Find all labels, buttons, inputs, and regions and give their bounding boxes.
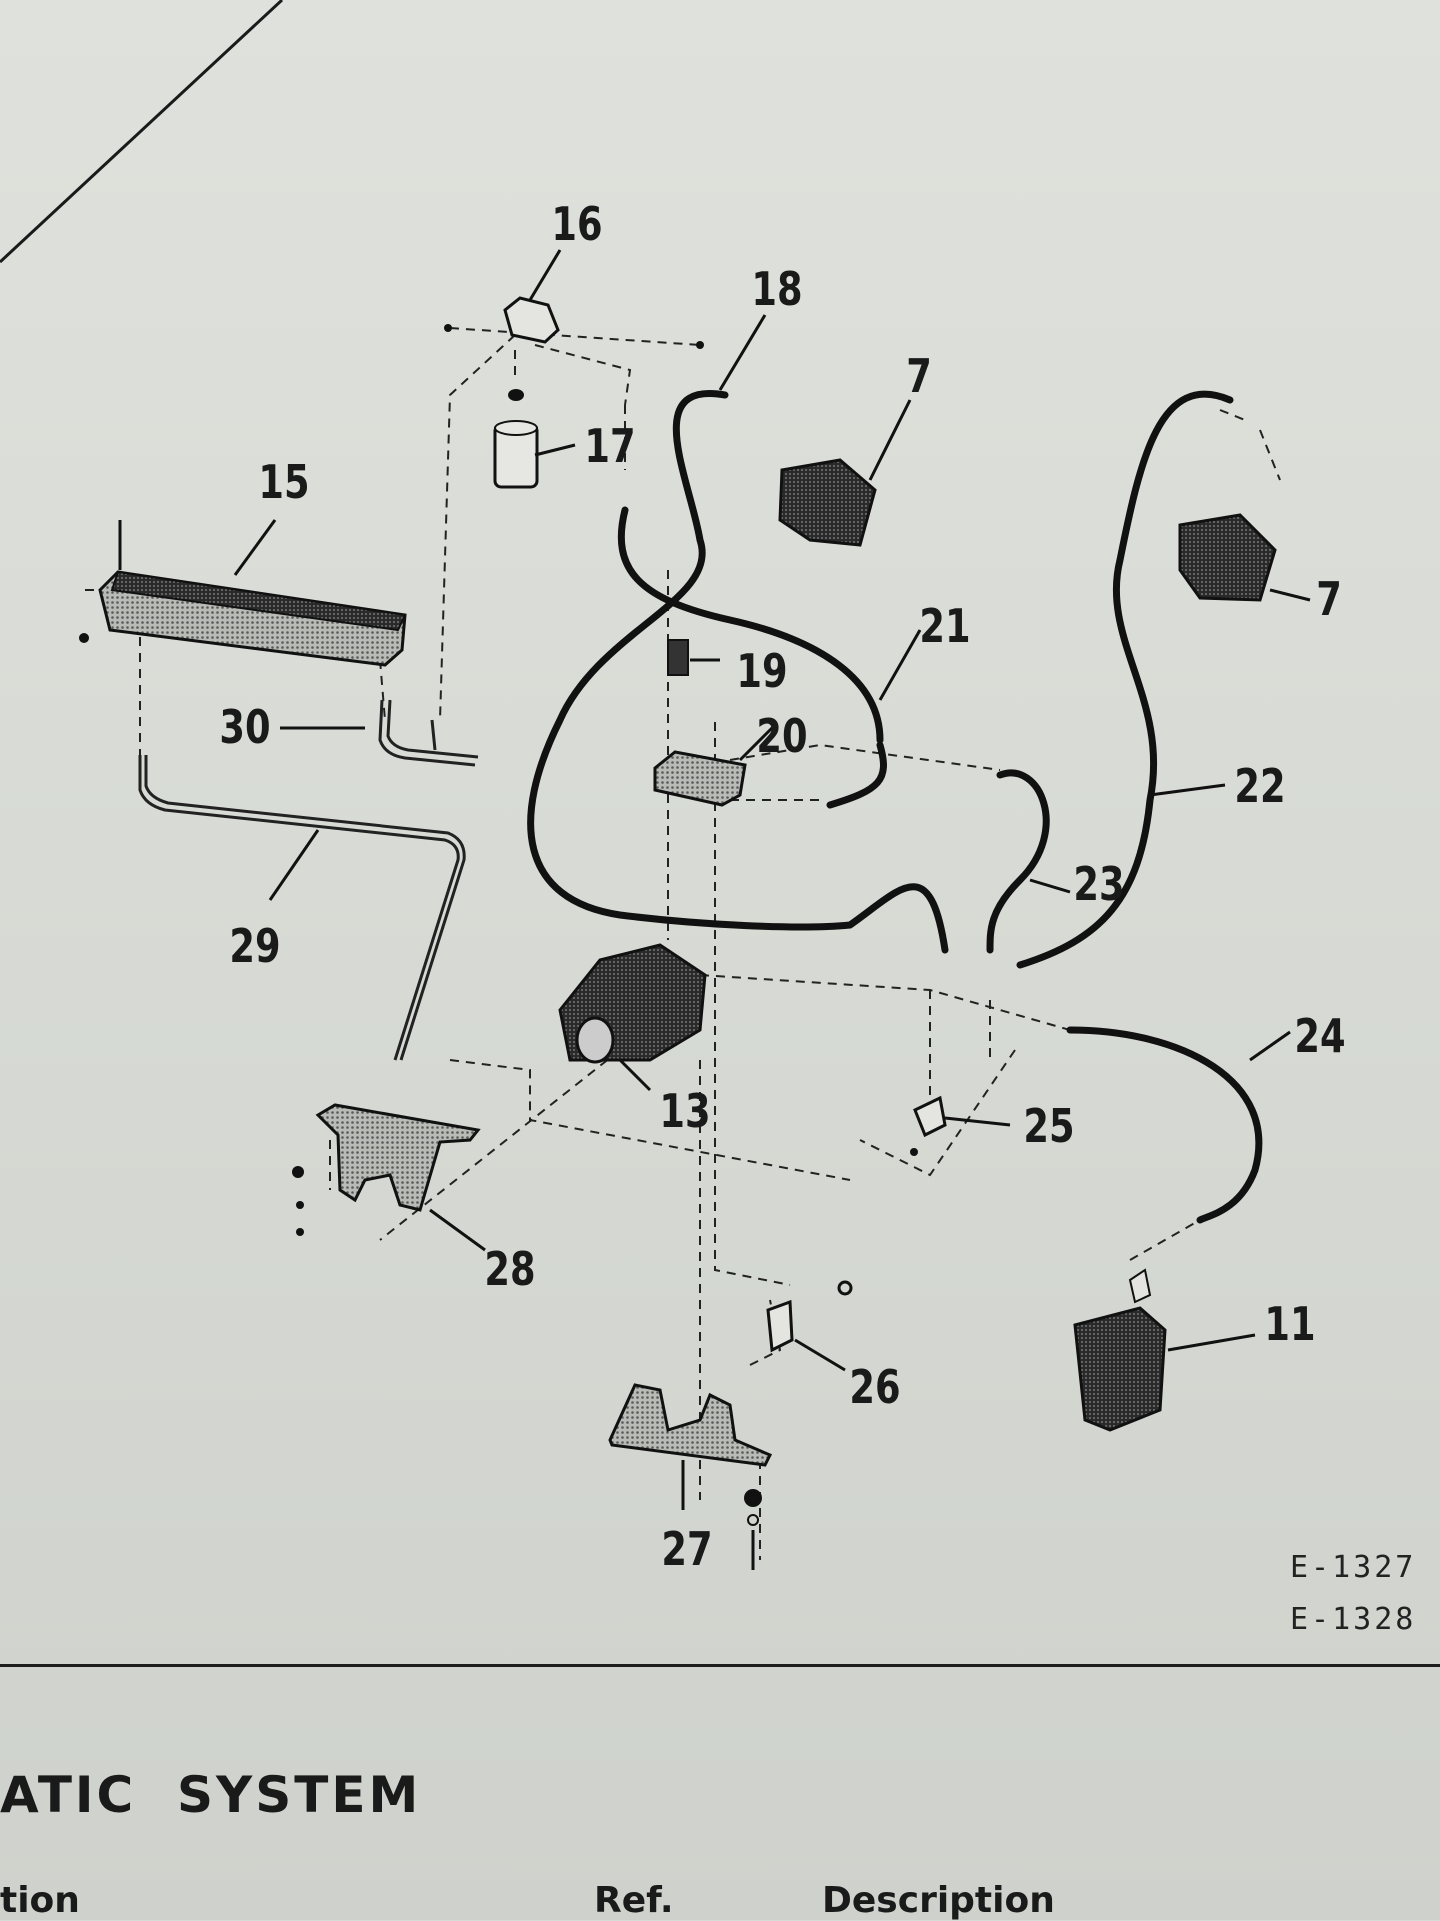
callout-11: 11 <box>1264 1297 1315 1351</box>
callout-numbers: 16 18 7 17 15 21 19 20 7 30 22 23 29 24 … <box>219 197 1345 1576</box>
callout-28: 28 <box>484 1242 535 1296</box>
callout-19: 19 <box>736 644 787 698</box>
callout-17: 17 <box>584 419 635 473</box>
leader-lines <box>233 249 1311 1510</box>
pump-bracket-28 <box>292 1103 481 1236</box>
callout-25: 25 <box>1023 1099 1074 1153</box>
filter-17 <box>493 389 539 489</box>
callout-7-upper: 7 <box>906 349 932 403</box>
section-title: ATIC SYSTEM <box>0 1766 422 1824</box>
table-header-description-left: tion <box>0 1880 80 1921</box>
callout-22: 22 <box>1234 759 1285 813</box>
section-divider <box>0 1664 1440 1667</box>
assembly-dashed-lines <box>85 327 1281 1560</box>
callout-21: 21 <box>919 599 970 653</box>
callout-7-lower: 7 <box>1316 572 1342 626</box>
callout-20: 20 <box>756 709 807 763</box>
callout-18: 18 <box>751 262 802 316</box>
figure-code-2: E-1328 <box>1290 1602 1417 1637</box>
hydraulic-motor-7-left <box>778 458 877 547</box>
table-header-ref: Ref. <box>594 1880 674 1921</box>
oil-cooler-15 <box>79 520 407 667</box>
callout-13: 13 <box>659 1084 710 1138</box>
table-header-description: Description <box>822 1880 1055 1921</box>
filter-head-16 <box>444 296 704 349</box>
callout-15: 15 <box>258 455 309 509</box>
mount-bracket-27 <box>608 1383 773 1570</box>
tube-30 <box>378 699 479 767</box>
callout-23: 23 <box>1073 857 1124 911</box>
tee-fitting-25 <box>910 1095 947 1156</box>
hydraulic-exploded-diagram: 16 18 7 17 15 21 19 20 7 30 22 23 29 24 … <box>0 0 1346 1576</box>
page-corner-line <box>0 0 284 264</box>
callout-27: 27 <box>661 1522 712 1576</box>
figure-code-1: E-1327 <box>1290 1550 1417 1585</box>
callout-26: 26 <box>849 1360 900 1414</box>
manifold-block-20 <box>653 750 747 807</box>
hydraulic-pump-13 <box>558 943 707 1064</box>
callout-24: 24 <box>1294 1009 1345 1063</box>
callout-16: 16 <box>551 197 602 251</box>
hydraulic-motor-7-right <box>1178 513 1277 602</box>
callout-30: 30 <box>219 700 270 754</box>
clamp-bracket-26 <box>766 1280 853 1353</box>
hydraulic-hoses <box>527 390 1263 1224</box>
tube-29 <box>138 755 466 1061</box>
control-valve-11 <box>1073 1268 1167 1432</box>
relief-valve-19 <box>667 639 689 676</box>
callout-29: 29 <box>229 919 280 973</box>
